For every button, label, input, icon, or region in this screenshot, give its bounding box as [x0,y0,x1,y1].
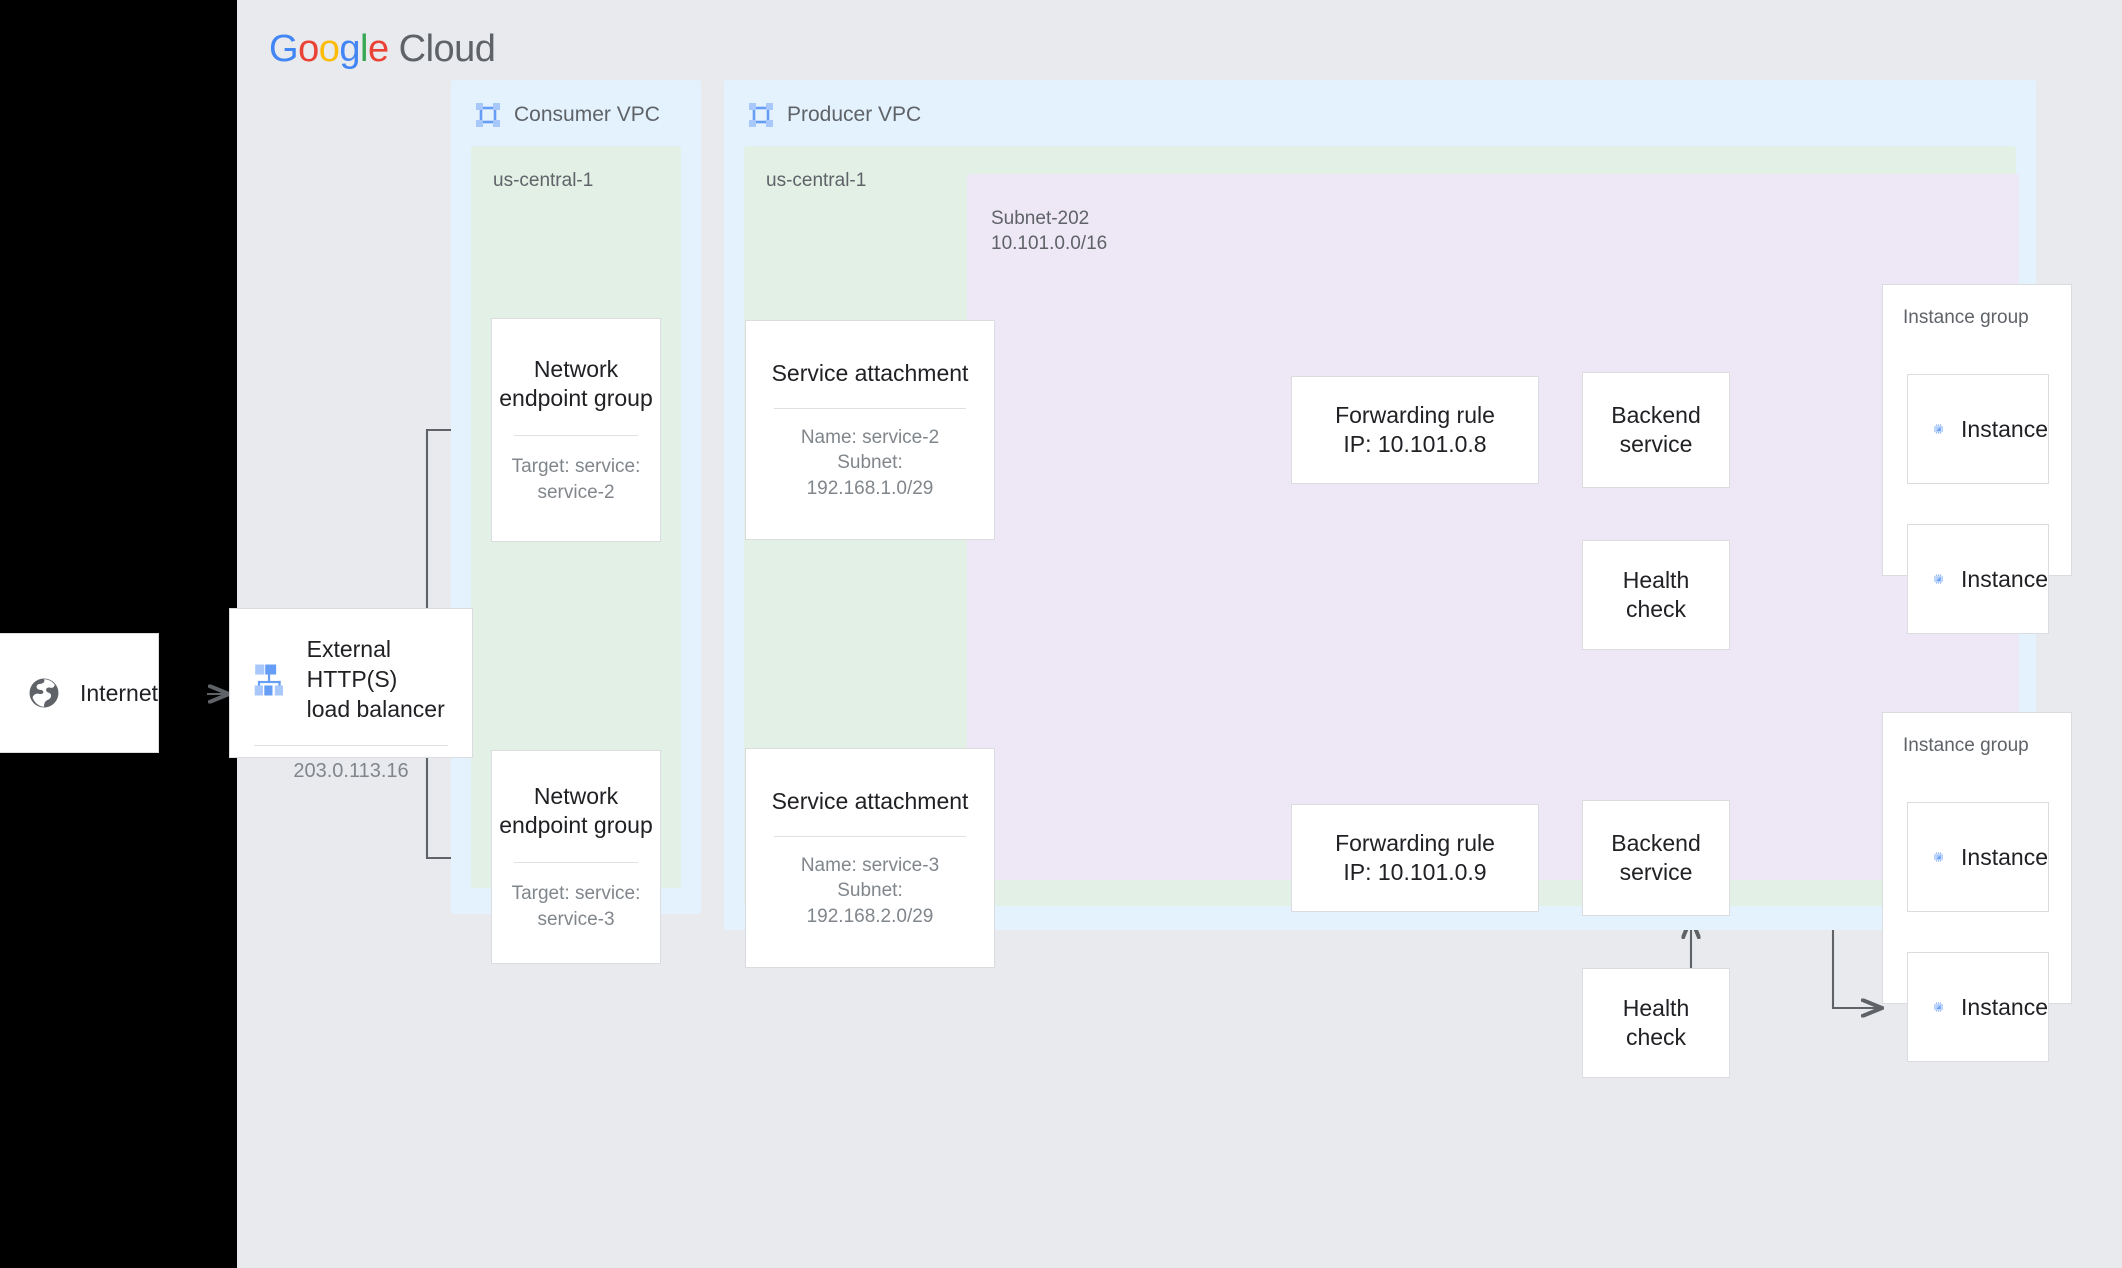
service-attachment-1-details: Name: service-2 Subnet: 192.168.1.0/29 [800,427,940,499]
service-attachment-1[interactable]: Service attachment Name: service-2 Subne… [745,320,995,540]
forwarding-rule-1[interactable]: Forwarding rule IP: 10.101.0.8 [1291,376,1539,484]
instance-4[interactable]: Instance [1907,952,2049,1062]
instance-1[interactable]: Instance [1907,374,2049,484]
forwarding-rule-1-text: Forwarding rule IP: 10.101.0.8 [1335,401,1495,457]
service-attachment-1-title: Service attachment [771,359,969,386]
neg-2-divider [514,862,638,864]
instance-3-label: Instance [1961,843,2048,870]
service-attachment-2-details: Name: service-3 Subnet: 192.168.2.0/29 [800,855,940,927]
instance-2-label: Instance [1961,565,2048,592]
neg-1-subtitle: Target: service: service-2 [511,456,641,503]
instance-1-label: Instance [1961,415,2048,442]
producer-region-label: us-central-1 [766,170,867,191]
service-attachment-2-divider [774,836,966,838]
load-balancer-header: External HTTP(S) load balancer [230,609,472,725]
consumer-region-label: us-central-1 [493,170,594,191]
forwarding-rule-2[interactable]: Forwarding rule IP: 10.101.0.9 [1291,804,1539,912]
vpc-icon [476,103,500,127]
consumer-vpc-header: Consumer VPC [451,80,660,128]
load-balancer-title: External HTTP(S) load balancer [306,636,445,722]
subnet-label: Subnet-202 10.101.0.0/16 [991,208,1108,255]
globe-icon [29,678,59,708]
neg-1-divider [514,435,638,437]
subnet-202: Subnet-202 10.101.0.0/16 [967,174,2019,880]
neg-1-title: Network endpoint group [499,355,653,412]
producer-vpc-title: Producer VPC [787,103,922,126]
health-check-2-text: Health check [1622,994,1690,1050]
instance-group-2-label: Instance group [1903,735,2029,756]
backend-service-1[interactable]: Backend service [1582,372,1730,488]
external-http-load-balancer[interactable]: External HTTP(S) load balancer 203.0.113… [229,608,473,782]
compute-instance-icon [1934,424,1944,434]
vpc-icon [749,103,773,127]
backend-service-2[interactable]: Backend service [1582,800,1730,916]
logo-cloud-word: Cloud [398,28,496,70]
instance-3[interactable]: Instance [1907,802,2049,912]
service-attachment-2-title: Service attachment [771,787,969,814]
network-endpoint-group-1[interactable]: Network endpoint group Target: service: … [491,318,661,542]
service-attachment-1-divider [774,408,966,410]
backend-service-2-text: Backend service [1611,829,1701,885]
compute-instance-icon [1934,574,1944,584]
forwarding-rule-2-text: Forwarding rule IP: 10.101.0.9 [1335,829,1495,885]
neg-2-subtitle: Target: service: service-3 [511,883,641,930]
instance-2[interactable]: Instance [1907,524,2049,634]
instance-4-label: Instance [1961,993,2048,1020]
google-cloud-logo: Google Cloud [269,28,496,70]
health-check-1[interactable]: Health check [1582,540,1730,650]
network-endpoint-group-2[interactable]: Network endpoint group Target: service: … [491,750,661,964]
load-balancer-divider [254,744,448,746]
load-balancer-icon [254,664,283,696]
backend-service-1-text: Backend service [1611,401,1701,457]
producer-vpc-header: Producer VPC [724,80,921,128]
health-check-1-text: Health check [1622,566,1690,622]
internet-node[interactable]: Internet [0,633,159,753]
compute-instance-icon [1934,852,1944,862]
internet-label: Internet [80,679,158,706]
health-check-2[interactable]: Health check [1582,968,1730,1078]
neg-2-title: Network endpoint group [499,782,653,839]
compute-instance-icon [1934,1002,1944,1012]
consumer-vpc-title: Consumer VPC [514,103,660,126]
diagram-canvas: Google Cloud [207,0,2122,1268]
instance-group-1-label: Instance group [1903,307,2029,328]
load-balancer-ip: 203.0.113.16 [293,759,409,782]
service-attachment-2[interactable]: Service attachment Name: service-3 Subne… [745,748,995,968]
